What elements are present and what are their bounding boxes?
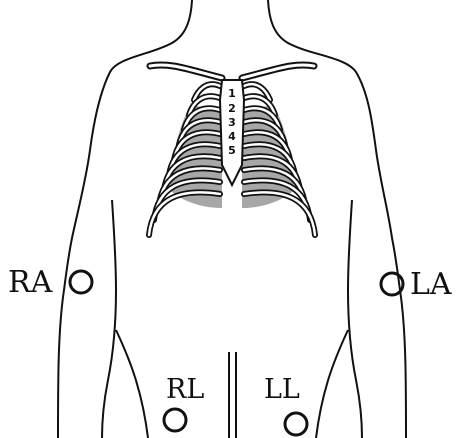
electrode-label-ll: LL	[264, 374, 300, 405]
intercostal-number-3: 3	[228, 116, 236, 129]
intercostal-number-1: 1	[228, 87, 236, 100]
intercostal-number-2: 2	[228, 102, 236, 115]
intercostal-number-5: 5	[228, 144, 236, 157]
rib-cage: 1 2 3 4 5	[149, 65, 315, 235]
right-side-line	[348, 200, 362, 438]
electrode-ra-circle	[70, 271, 92, 293]
left-hip-line	[116, 330, 148, 438]
left-side-line	[102, 200, 116, 438]
electrode-label-rl: RL	[166, 374, 204, 405]
right-hip-line	[316, 330, 348, 438]
electrode-label-la: LA	[410, 267, 452, 302]
electrode-label-ra: RA	[8, 265, 53, 300]
electrode-rl-circle	[164, 409, 186, 431]
intercostal-number-4: 4	[228, 130, 236, 143]
electrode-ll-circle	[285, 413, 307, 435]
